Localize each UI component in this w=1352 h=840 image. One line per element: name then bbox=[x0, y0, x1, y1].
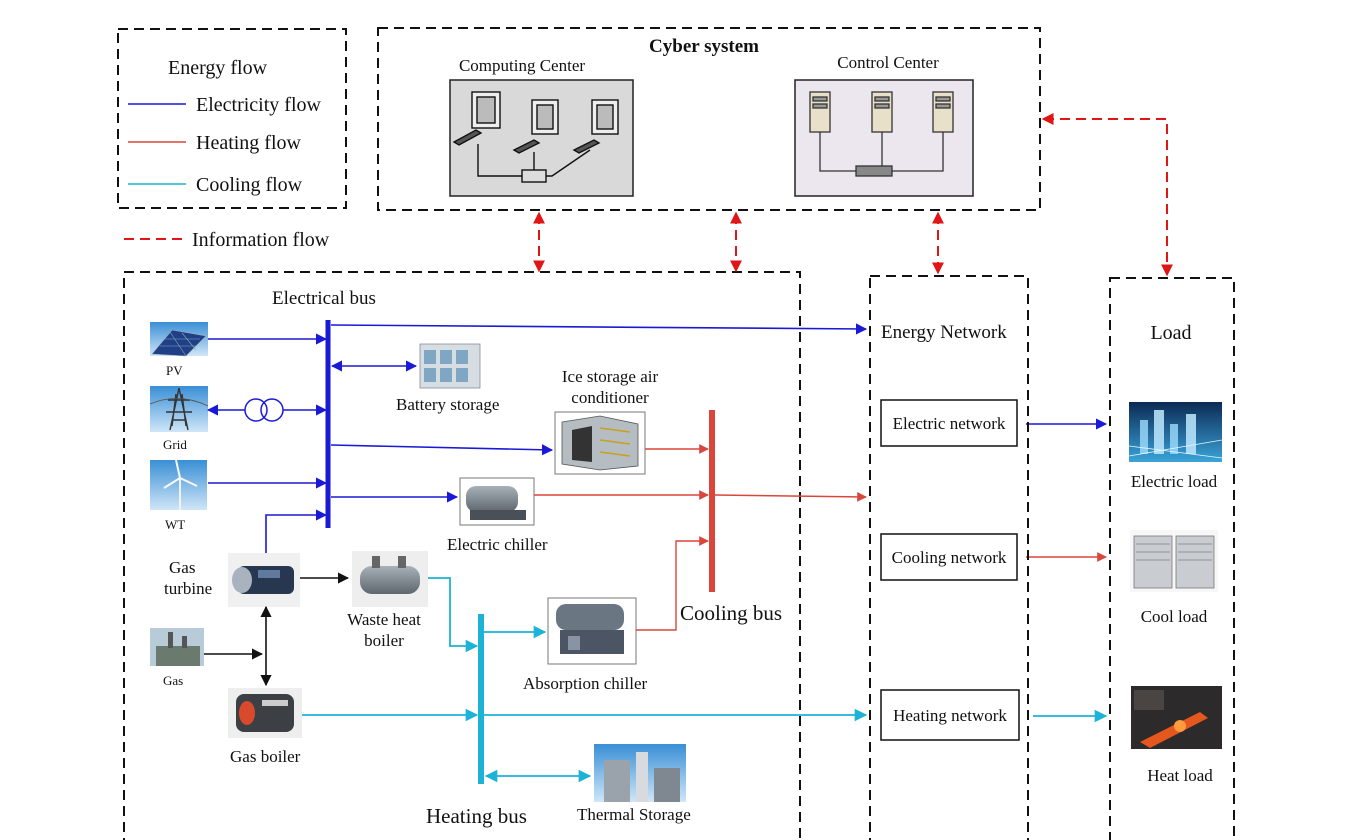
battery-storage-label: Battery storage bbox=[396, 395, 499, 414]
electric-load-label: Electric load bbox=[1131, 472, 1218, 491]
legend-heating-label: Heating flow bbox=[196, 132, 302, 154]
legend-electricity-label: Electricity flow bbox=[196, 94, 322, 116]
ice-storage-label-line1: Ice storage air bbox=[562, 367, 659, 386]
gas-turbine-label-line2: turbine bbox=[164, 579, 212, 598]
transformer-icon bbox=[244, 398, 284, 422]
electric-network-box bbox=[880, 399, 1018, 447]
cooling-bus-label: Cooling bus bbox=[680, 601, 782, 625]
electrical-bus-label: Electrical bus bbox=[272, 288, 376, 309]
thermal-storage-label: Thermal Storage bbox=[577, 805, 691, 824]
wt-label: WT bbox=[165, 517, 185, 532]
waste-heat-boiler-label-line1: Waste heat bbox=[347, 610, 421, 629]
ice-storage-ac-icon bbox=[554, 411, 646, 475]
gas-flows bbox=[204, 572, 350, 687]
steel-mill-icon bbox=[1131, 686, 1222, 749]
ice-storage-label-line2: conditioner bbox=[571, 388, 649, 407]
electric-network-label: Electric network bbox=[893, 414, 1006, 433]
information-flows bbox=[533, 113, 1173, 277]
legend-information-label: Information flow bbox=[192, 229, 330, 251]
heating-flows bbox=[534, 444, 1107, 631]
computing-center-label: Computing Center bbox=[459, 56, 585, 75]
waste-heat-boiler-icon bbox=[352, 551, 428, 607]
gas-turbine-label-line1: Gas bbox=[169, 558, 195, 577]
heat-load-label: Heat load bbox=[1147, 766, 1213, 785]
electric-chiller-label: Electric chiller bbox=[447, 535, 548, 554]
battery-storage-icon bbox=[419, 343, 481, 389]
computer-icon bbox=[452, 91, 619, 183]
wind-turbine-icon bbox=[150, 459, 207, 510]
energy-network-box bbox=[869, 275, 1029, 840]
legend-title: Energy flow bbox=[168, 57, 268, 79]
control-center-label: Control Center bbox=[837, 53, 939, 72]
grid-label: Grid bbox=[163, 437, 187, 452]
gas-label: Gas bbox=[163, 673, 183, 688]
legend-box bbox=[117, 28, 347, 209]
cooling-flows bbox=[302, 577, 1108, 783]
physical-system-box bbox=[123, 271, 801, 840]
ac-unit-icon bbox=[1130, 530, 1218, 592]
energy-network: Energy Network Electric network Cooling … bbox=[869, 275, 1029, 840]
heating-network-label: Heating network bbox=[893, 706, 1007, 725]
cooling-network-box bbox=[880, 533, 1018, 581]
gas-turbine-icon bbox=[228, 553, 300, 607]
energy-network-title: Energy Network bbox=[881, 322, 1007, 343]
heating-bus-label: Heating bus bbox=[426, 804, 527, 828]
gas-plant-icon bbox=[150, 628, 204, 666]
heating-network-box bbox=[880, 689, 1020, 741]
cool-load-label: Cool load bbox=[1141, 607, 1208, 626]
load-title: Load bbox=[1150, 322, 1191, 344]
gas-boiler-label: Gas boiler bbox=[230, 747, 301, 766]
absorption-chiller-icon bbox=[547, 597, 637, 665]
electricity-flows bbox=[206, 323, 1108, 553]
cyber-system-title: Cyber system bbox=[649, 36, 759, 57]
city-network-icon bbox=[1128, 402, 1223, 462]
load: Load Electric load Cool load Heat load bbox=[1109, 277, 1235, 840]
server-icon bbox=[809, 91, 954, 177]
pv-label: PV bbox=[166, 363, 183, 378]
legend-cooling-label: Cooling flow bbox=[196, 174, 303, 196]
legend: Energy flow Electricity flow Heating flo… bbox=[117, 28, 347, 251]
absorption-chiller-label: Absorption chiller bbox=[523, 674, 648, 693]
gas-boiler-icon bbox=[228, 688, 302, 738]
cooling-network-label: Cooling network bbox=[892, 548, 1007, 567]
load-box bbox=[1109, 277, 1235, 840]
transmission-tower-icon bbox=[149, 386, 209, 432]
cyber-system-box bbox=[377, 27, 1041, 211]
electric-chiller-icon bbox=[459, 477, 535, 526]
waste-heat-boiler-label-line2: boiler bbox=[364, 631, 404, 650]
thermal-storage-icon bbox=[594, 744, 686, 802]
pv-panel-icon bbox=[150, 322, 208, 357]
cyber-system: Cyber system Computing Center Control Ce… bbox=[377, 27, 1041, 211]
